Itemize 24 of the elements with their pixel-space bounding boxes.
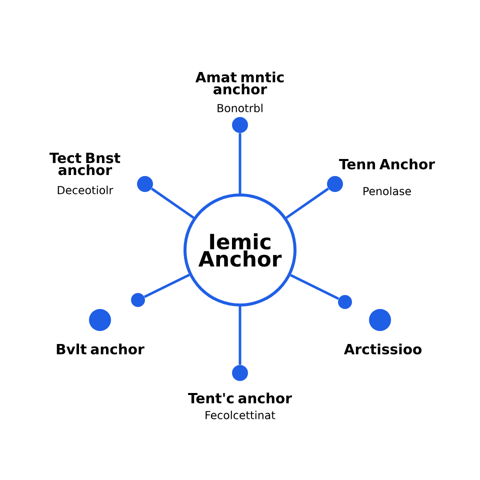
heading-label: Tent'c anchor [188,392,292,404]
dot [232,117,248,133]
heading-label: Tect Bnst anchor [49,152,120,176]
dot [131,293,145,307]
heading-label: Arctissioo [344,344,422,354]
sub-label: Fecolcettinat [206,410,276,420]
sub-label: Penolase [364,186,411,196]
dot [137,176,153,192]
sub-label: Deceotiolr [58,186,114,194]
connector-line [290,274,340,300]
sub-label: Bonotrbl [218,104,262,112]
dot [338,295,352,309]
heading-label: Tenn Anchor [339,158,435,170]
connector-line [151,188,194,219]
connector-line [238,306,242,365]
dot [327,176,343,192]
dot [232,365,248,381]
connector-line [286,188,329,219]
dot [369,309,391,331]
heading-label: Amat mntic anchor [195,72,284,94]
connector-line [238,133,242,194]
dot [89,309,111,331]
connector-line [144,274,190,298]
heading-label: Bvlt anchor [56,344,144,354]
